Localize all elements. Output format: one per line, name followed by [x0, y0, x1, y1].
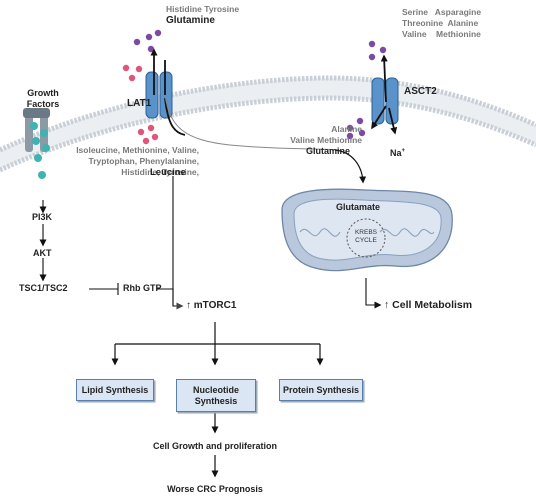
nucleotide-synthesis-box: Nucleotide Synthesis — [176, 379, 256, 412]
cell-metabolism-text: Cell Metabolism — [392, 299, 473, 311]
glutamate-label: Glutamate — [336, 202, 381, 212]
lat1-bottom-amino-acids: Isoleucine, Methionine, Valine, Tryptoph… — [76, 145, 199, 177]
protein-synthesis-label: Protein Synthesis — [282, 384, 360, 395]
growth-factor-receptor — [23, 108, 50, 179]
asct2-bottom-amino-acid-dots — [346, 117, 366, 140]
asct2-top-amino-acids: Serine Asparagine Threonine Alanine Vali… — [402, 7, 482, 39]
mitochondrion — [281, 188, 453, 272]
mtorc1-branch-arrows — [111, 322, 324, 478]
cell-membrane — [0, 75, 536, 173]
signaling-arrows — [39, 176, 184, 310]
mtorc1-label: ↑ mTORC1 — [186, 300, 236, 311]
sodium-ion-charge: + — [401, 148, 406, 154]
lat1-bottom-leucine: Leucine — [150, 167, 186, 178]
sodium-ion-symbol: Na — [390, 148, 402, 158]
sodium-ion-label: Na+ — [390, 148, 405, 158]
cell-growth-label: Cell Growth and proliferation — [152, 441, 277, 451]
pi3k-label: PI3K — [32, 212, 53, 222]
lipid-synthesis-box: Lipid Synthesis — [76, 379, 154, 401]
protein-synthesis-box: Protein Synthesis — [279, 379, 363, 401]
asct2-label: ASCT2 — [404, 86, 437, 97]
asct2-bottom-amino-acids: Alanine Valine Methionine — [290, 124, 362, 145]
transport-arrows — [150, 48, 398, 136]
glutamine-to-mitochondrion-arrow — [334, 149, 367, 184]
lipid-synthesis-label: Lipid Synthesis — [81, 384, 149, 395]
rhb-gtp-label: Rhb GTP — [123, 283, 162, 293]
asct2-top-amino-acid-dots — [368, 40, 387, 61]
cell-metabolism-up-arrow: ↑ — [384, 299, 390, 311]
mitochondrion-to-metabolism-arrow — [365, 278, 382, 309]
growth-factors-label: Growth Factors — [26, 88, 60, 109]
krebs-cycle-label: KREBS CYCLE — [354, 229, 378, 244]
cell-metabolism-label: ↑ Cell Metabolism — [384, 299, 472, 311]
worse-crc-prognosis-label: Worse CRC Prognosis — [167, 484, 263, 494]
akt-label: AKT — [33, 248, 52, 258]
lat1-top-amino-acids: Histidine Tyrosine — [166, 4, 240, 14]
mtorc1-text: mTORC1 — [193, 300, 237, 311]
tsc-label: TSC1/TSC2 — [19, 283, 68, 293]
lat1-transporter — [145, 71, 173, 119]
lat1-bottom-amino-acid-dots — [137, 124, 159, 145]
lat1-asct2-exchange-line — [164, 94, 339, 151]
lat1-top-glutamine: Glutamine — [166, 15, 215, 26]
lat1-label: LAT1 — [127, 98, 152, 109]
nucleotide-synthesis-label: Nucleotide Synthesis — [192, 384, 239, 406]
mtorc1-up-arrow: ↑ — [186, 300, 191, 311]
asct2-bottom-glutamine: Glutamine — [306, 146, 351, 156]
